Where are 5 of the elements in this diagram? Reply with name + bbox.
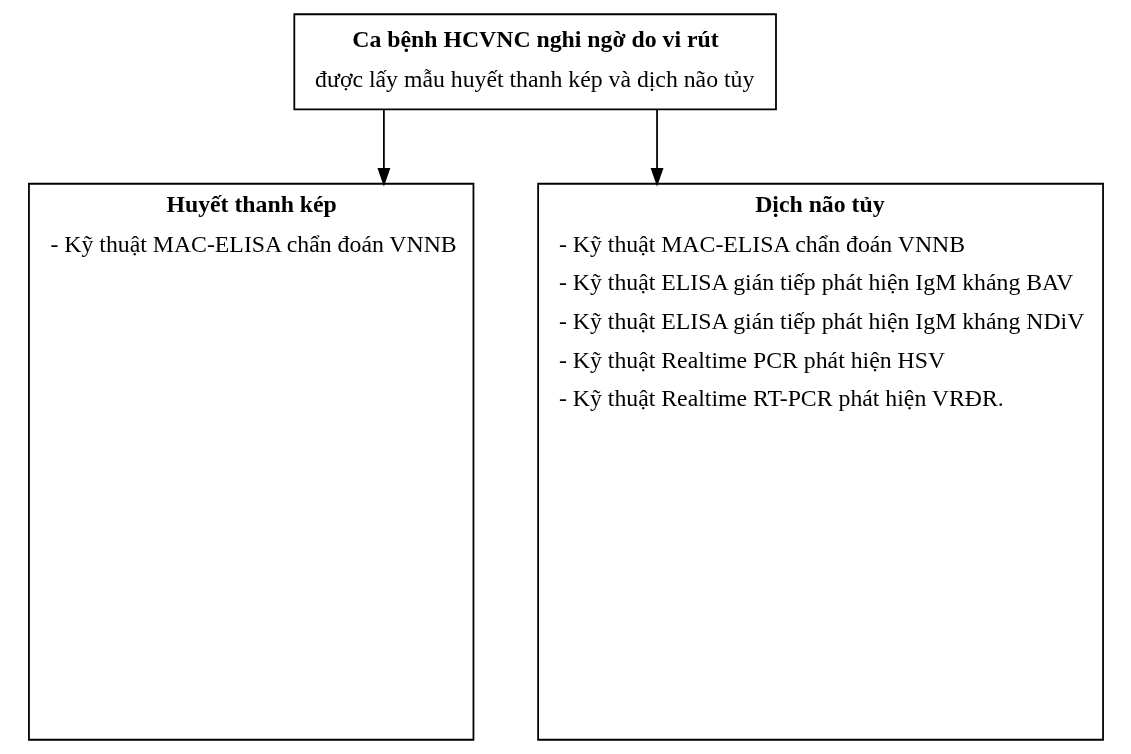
node-box: Ca bệnh HCVNC nghi ngờ do vi rút được lấy mẫu huyết thanh kép và dịch não tủy xyxy=(292,13,777,111)
node-box: Dịch não tủy - Kỹ thuật MAC-ELISA chẩn đoán VNNB - Kỹ thuật ELISA gián tiếp phát hiện IgM kháng BAV - Kỹ thuật ELISA gián tiếp phát hiện IgM kháng NDiV - Kỹ thuật Realtime PCR phát hiện HSV - Kỹ thuật Realtime RT-PCR phát hiện VRĐR. xyxy=(536,182,1104,741)
arrow xyxy=(376,108,390,187)
node-box: Huyết thanh kép - Kỹ thuật MAC-ELISA chẩn đoán VNNB xyxy=(27,182,474,741)
arrow xyxy=(650,108,663,187)
